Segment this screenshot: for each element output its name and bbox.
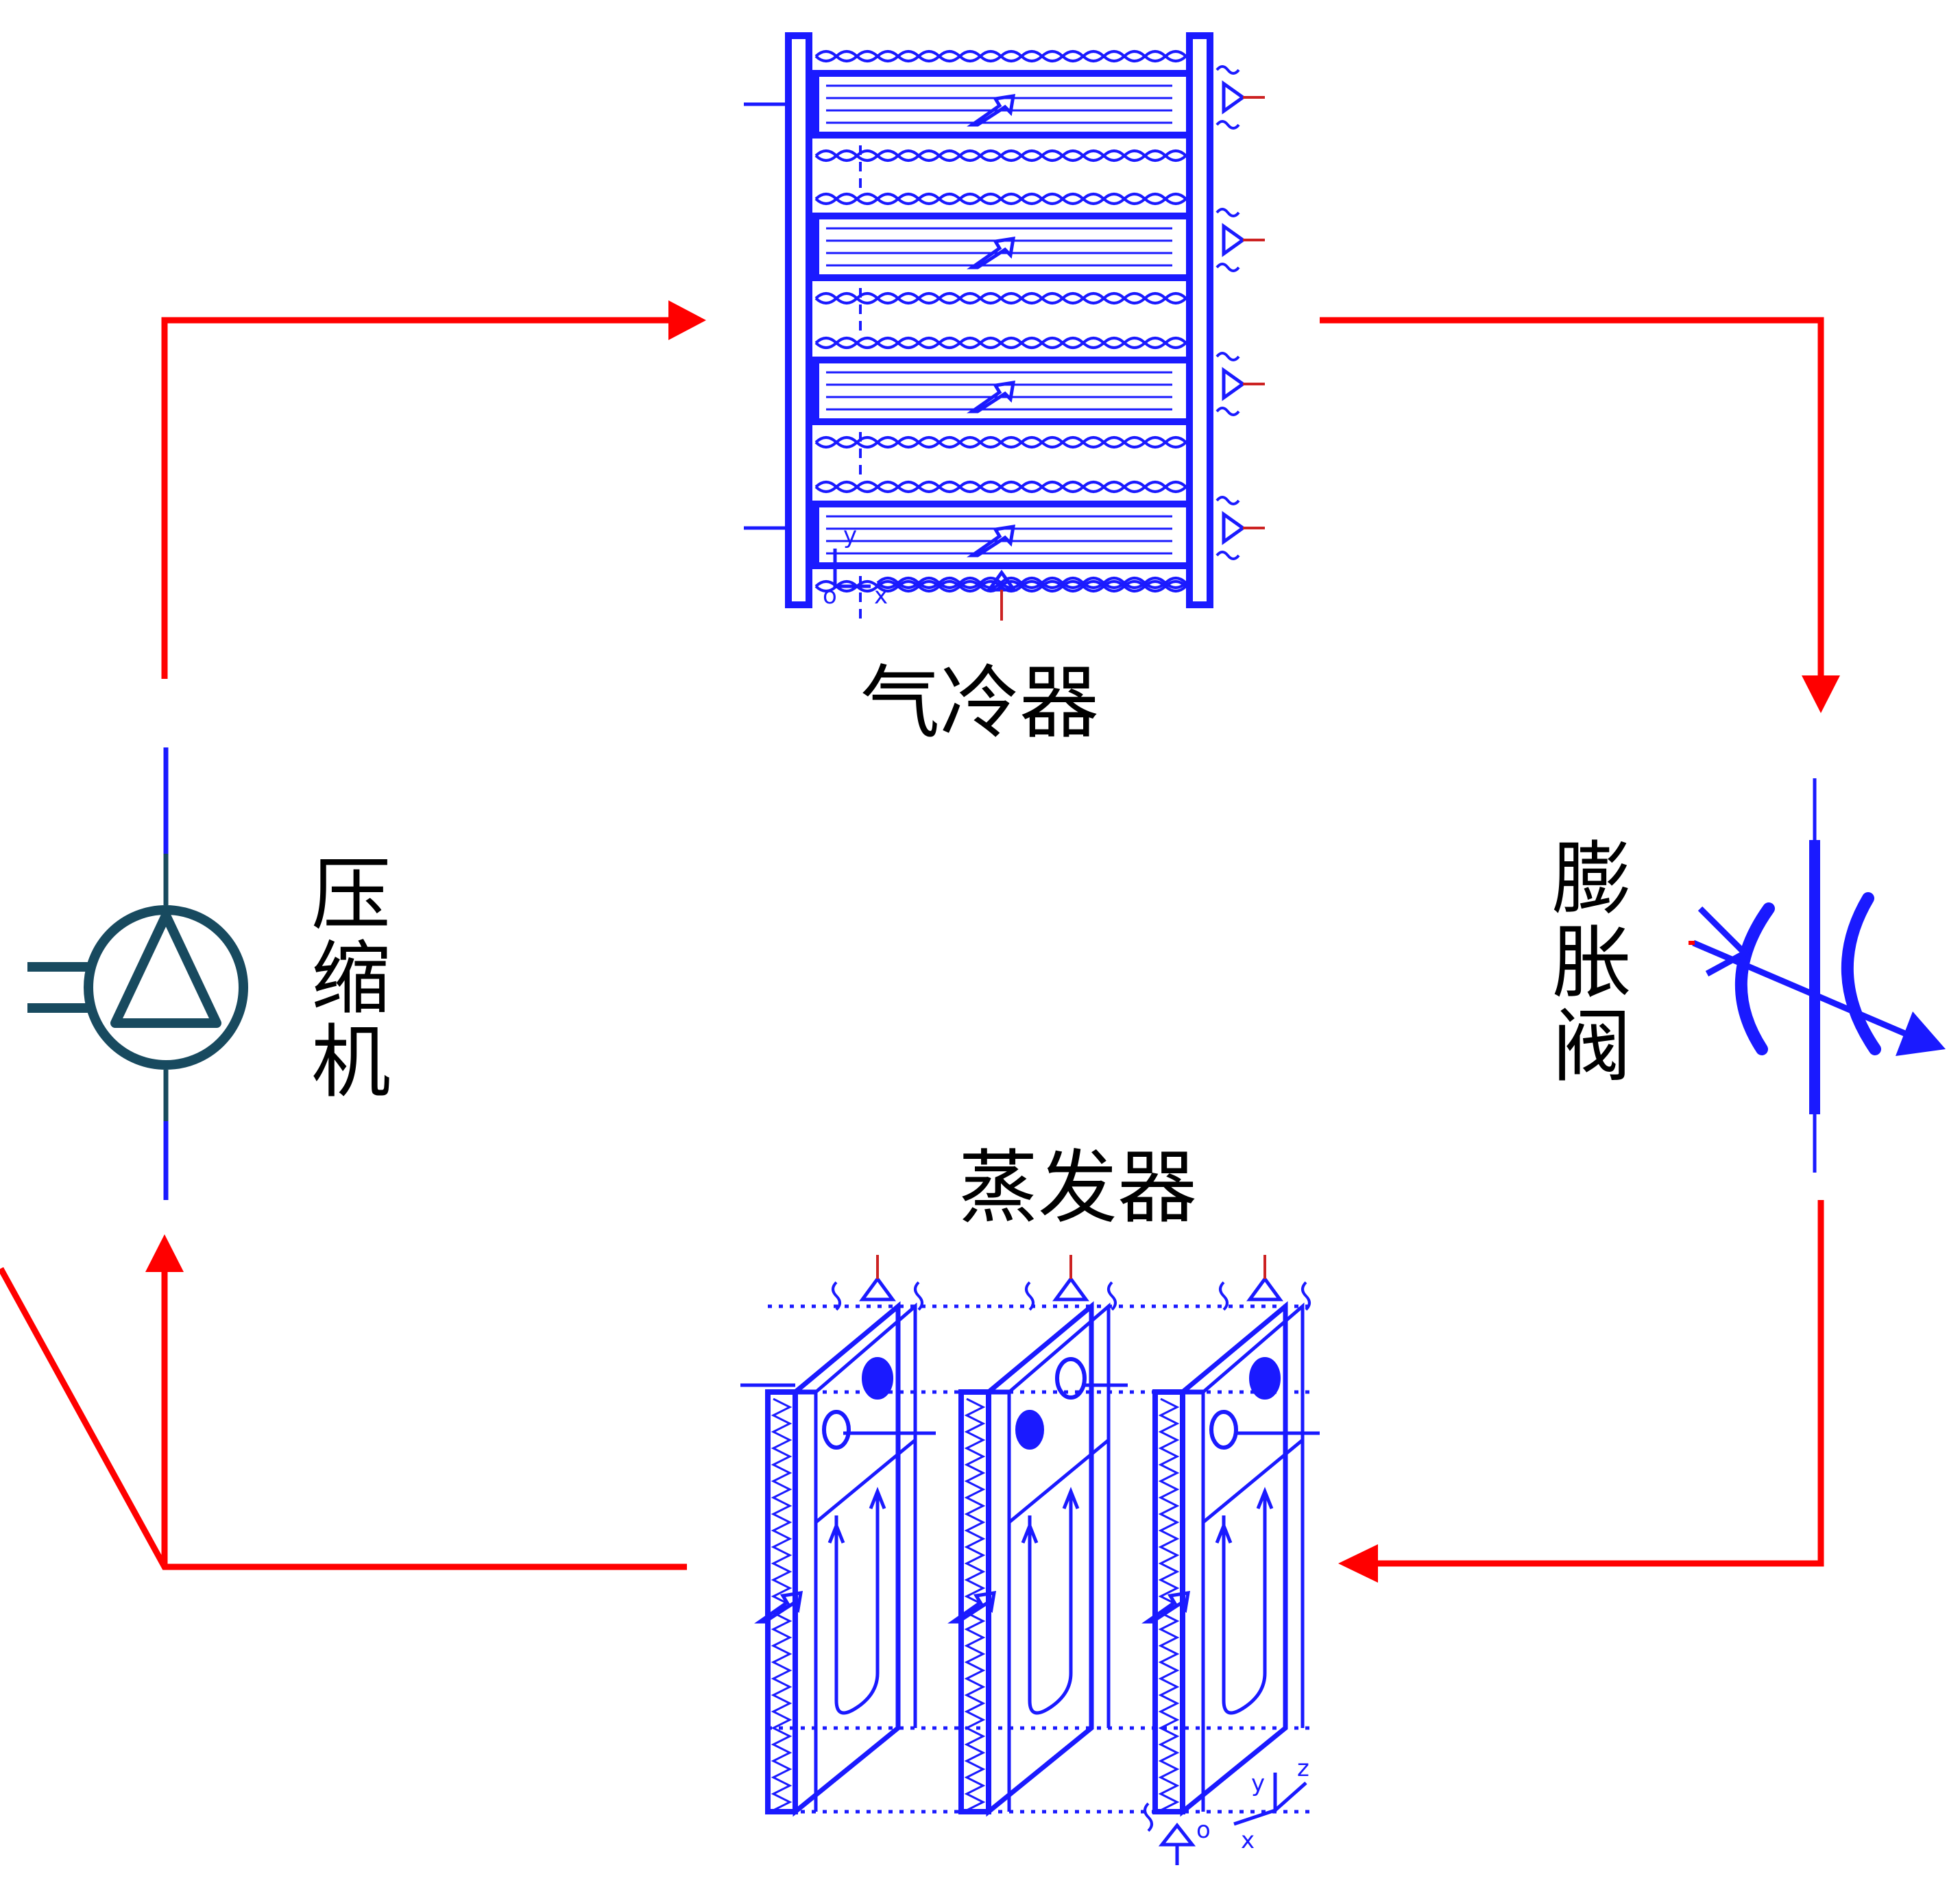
flow-arrowhead-evaporator [1338,1544,1378,1583]
cooler-axis-y: y [843,522,857,549]
expansion-valve-label: 膨 胀 阀 [1551,838,1633,1089]
flow-compressor-to-cooler [161,317,679,679]
expansion-valve-label-char-3: 阀 [1552,1000,1632,1093]
compressor-label: 压 缩 机 [310,854,392,1105]
flow-evaporator-to-compressor [0,1267,687,1570]
flow-valve-to-evaporator [1371,1200,1824,1567]
gas-cooler-label: 气冷器 [860,657,1099,749]
expansion-valve-label-char-1: 膨 [1552,833,1632,926]
flow-arrowhead-valve [1802,675,1840,713]
cooler-axis-x: x [874,582,888,610]
flow-arrowhead-compressor [145,1234,184,1272]
gas-cooler-symbol [744,32,1265,624]
evap-axis-y: y [1251,1770,1265,1797]
cooler-axis-origin: o [823,582,837,610]
expansion-valve-symbol [1689,778,1946,1173]
compressor-label-char-3: 机 [311,1016,391,1109]
compressor-label-char-1: 压 [311,849,391,942]
expansion-valve-label-char-2: 胀 [1552,917,1632,1009]
flow-cooler-to-valve [1320,317,1824,682]
flow-arrowhead-cooler [668,300,706,340]
evap-axis-z: z [1297,1755,1309,1782]
evaporator-symbol [740,1255,1320,1865]
evap-axis-origin: o [1196,1816,1211,1844]
compressor-symbol [27,747,248,1200]
flow-lines [0,300,1840,1583]
compressor-label-char-2: 缩 [311,933,391,1025]
evap-axis-x: x [1241,1827,1255,1854]
evaporator-label: 蒸发器 [958,1142,1197,1234]
